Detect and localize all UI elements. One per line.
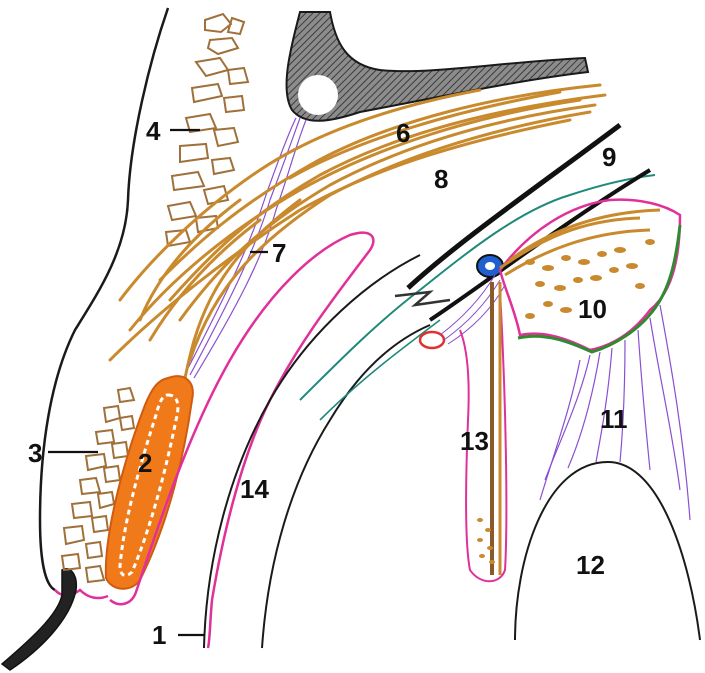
label-9: 9 [602, 142, 616, 172]
label-5: 5 [308, 80, 322, 110]
eyelash [2, 569, 76, 670]
label-6: 6 [396, 118, 410, 148]
label-13: 13 [460, 426, 489, 456]
label-4: 4 [146, 116, 161, 146]
label-7: 7 [272, 238, 286, 268]
label-11: 11 [600, 404, 628, 434]
label-10: 10 [578, 294, 607, 324]
blue-vessel-core [485, 262, 495, 270]
lacrimal-gland [500, 200, 680, 350]
label-8: 8 [434, 164, 448, 194]
label-3: 3 [28, 438, 42, 468]
label-12: 12 [576, 550, 605, 580]
vessel-fibers [440, 275, 505, 344]
label-14: 14 [240, 474, 269, 504]
label-2: 2 [138, 448, 152, 478]
lens [515, 462, 700, 640]
label-1: 1 [152, 620, 166, 650]
